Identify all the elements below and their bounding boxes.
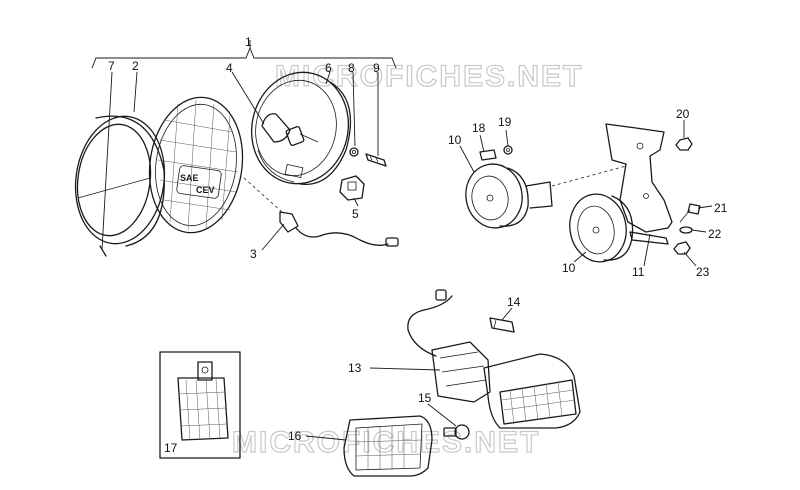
callout-20: 20 — [676, 107, 690, 121]
callout-18: 18 — [472, 121, 486, 135]
headlight-group-bracket — [91, 40, 397, 69]
callout-15: 15 — [418, 391, 432, 405]
callout-4: 4 — [226, 61, 233, 75]
turn-signal — [407, 289, 581, 429]
callout-13: 13 — [348, 361, 362, 375]
callout-22: 22 — [708, 227, 722, 241]
horn-fastener-set — [479, 137, 701, 255]
horn-bracket — [551, 123, 673, 245]
bulb-connector — [339, 175, 365, 201]
callout-3: 3 — [250, 247, 257, 261]
callout-1: 1 — [245, 35, 252, 49]
callout-5: 5 — [352, 207, 359, 221]
headlight-reflector — [250, 71, 352, 186]
callout-16: 16 — [288, 429, 302, 443]
watermark-top: MICROFICHES.NET — [275, 60, 583, 93]
lens-brand-large: CEV — [196, 185, 215, 195]
callout-numbers: 1 2 3 4 5 6 7 8 9 10 10 11 13 14 15 16 1… — [108, 35, 728, 455]
parking-light-socket — [243, 177, 399, 247]
callout-14: 14 — [507, 295, 521, 309]
callout-21: 21 — [714, 201, 728, 215]
callout-17: 17 — [164, 441, 178, 455]
turn-signal-lens — [343, 415, 433, 477]
reflector-inset — [159, 351, 241, 459]
headlight-bulb — [261, 113, 319, 146]
watermark-bottom: MICROFICHES.NET — [232, 426, 540, 459]
callout-19: 19 — [498, 115, 512, 129]
leader-lines — [101, 71, 713, 441]
callout-11: 11 — [632, 265, 645, 279]
callout-10-right: 10 — [562, 261, 576, 275]
callout-7: 7 — [108, 59, 115, 73]
horn-left — [465, 163, 553, 229]
headlight-lens: SAE CEV — [148, 96, 244, 234]
turn-signal-bulb — [443, 424, 470, 440]
headlight-rim — [74, 115, 166, 257]
lens-brand-small: SAE — [180, 173, 199, 183]
callout-23: 23 — [696, 265, 710, 279]
callout-9: 9 — [373, 61, 380, 75]
callout-8: 8 — [348, 61, 355, 75]
callout-2: 2 — [132, 59, 139, 73]
headlight-screw-set — [349, 147, 387, 167]
callout-10-left: 10 — [448, 133, 462, 147]
horn-right — [569, 193, 634, 263]
callout-6: 6 — [325, 61, 332, 75]
